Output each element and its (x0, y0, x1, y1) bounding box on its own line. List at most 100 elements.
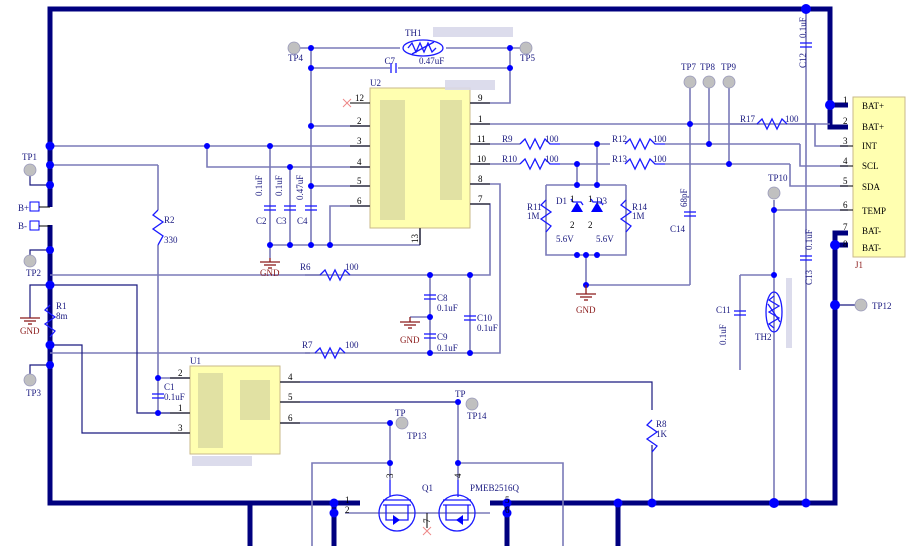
j1-pin-name: TEMP (862, 206, 886, 216)
tp14-label: TP14 (467, 411, 487, 421)
gnd-symbol: GND (576, 285, 596, 315)
svg-text:100: 100 (785, 114, 799, 124)
capacitor-c9: C90.1uF (424, 332, 458, 353)
connector-j1[interactable]: J1 1 2 3 4 5 6 7 8 BAT+ BAT+ INT SCL SDA… (840, 95, 906, 270)
svg-text:GND: GND (576, 305, 596, 315)
capacitor-c7: C7 0.47uF (384, 56, 444, 73)
svg-text:C3: C3 (276, 216, 287, 226)
svg-text:R10: R10 (502, 154, 518, 164)
svg-text:R9: R9 (502, 134, 513, 144)
svg-text:GND: GND (20, 326, 40, 336)
u1-pin-2: 2 (178, 368, 183, 378)
svg-text:C10: C10 (477, 313, 493, 323)
j1-pin-name: SCL (862, 161, 879, 171)
ic-u2[interactable]: U2 (369, 78, 495, 229)
u1-ref: U1 (190, 356, 201, 366)
battery-pads[interactable]: B+ B- (18, 201, 50, 231)
u2-ref: U2 (370, 78, 381, 88)
svg-text:68pF: 68pF (679, 188, 689, 207)
junctions (45, 4, 840, 518)
tp8-label: TP8 (700, 62, 716, 72)
u2-pin-2: 2 (357, 116, 362, 126)
svg-text:TP: TP (455, 389, 466, 399)
svg-text:1M: 1M (527, 211, 540, 221)
svg-text:R12: R12 (612, 134, 627, 144)
svg-text:R11: R11 (527, 202, 542, 212)
gnd-symbol: GND (20, 317, 40, 336)
svg-text:C9: C9 (437, 332, 448, 342)
svg-text:D3: D3 (596, 196, 607, 206)
svg-text:0.1uF: 0.1uF (437, 303, 458, 313)
thermistor-th1: TH1 (402, 27, 513, 57)
tp12-label: TP12 (872, 301, 892, 311)
j1-pin-name: BAT+ (862, 122, 884, 132)
mosfet-q1: Q1 PMEB2516Q 1 2 3 4 5 6 7 (345, 473, 520, 536)
svg-text:R6: R6 (300, 262, 311, 272)
svg-text:C12: C12 (798, 53, 808, 68)
svg-text:1: 1 (570, 194, 575, 204)
svg-text:100: 100 (653, 154, 667, 164)
svg-text:2: 2 (570, 220, 575, 230)
u2-pin-4: 4 (357, 157, 362, 167)
testpoints[interactable]: TP1 TP2 TP3 TP4 TP5 TP7 TP8 TP9 TP10 TP1… (22, 41, 892, 441)
bus-bat-plus (47, 6, 848, 207)
svg-text:C8: C8 (437, 293, 448, 303)
svg-text:C1: C1 (164, 382, 175, 392)
u2-pin-13: 13 (410, 234, 420, 244)
tp4-label: TP4 (288, 53, 304, 63)
u1-pin-1: 1 (178, 403, 183, 413)
u2-pin-3: 3 (357, 136, 362, 146)
svg-text:0.47uF: 0.47uF (419, 56, 444, 66)
j1-pin-num: 7 (843, 222, 848, 232)
j1-pin-num: 5 (843, 176, 848, 186)
svg-text:5.6V: 5.6V (596, 234, 614, 244)
svg-text:0.47uF: 0.47uF (295, 175, 305, 200)
u2-pin-10: 10 (477, 154, 487, 164)
svg-text:100: 100 (653, 134, 667, 144)
diode-d3: D3 1 2 5.6V (588, 194, 614, 244)
gnd-symbol: GND (400, 317, 420, 345)
svg-text:GND: GND (400, 335, 420, 345)
svg-text:TH1: TH1 (405, 28, 422, 38)
svg-text:2: 2 (588, 220, 593, 230)
u2-pin-1: 1 (478, 114, 483, 124)
svg-text:C7: C7 (384, 56, 395, 66)
svg-text:0.1uF: 0.1uF (164, 392, 185, 402)
tp7-label: TP7 (681, 62, 697, 72)
svg-text:C11: C11 (716, 305, 731, 315)
svg-text:TP: TP (395, 408, 406, 418)
j1-pin-num: 3 (843, 136, 848, 146)
j1-ref: J1 (855, 260, 863, 270)
resistor-r9: R9 100 (502, 134, 560, 151)
svg-text:R7: R7 (302, 340, 313, 350)
j1-pin-num: 8 (843, 239, 848, 249)
svg-text:100: 100 (545, 154, 559, 164)
u2-pin-12: 12 (355, 93, 364, 103)
svg-text:C13: C13 (804, 269, 814, 285)
j1-pin-num: 2 (843, 116, 848, 126)
capacitor-c1: C10.1uF (152, 382, 185, 402)
svg-text:7: 7 (422, 518, 432, 523)
u1-pin-3: 3 (178, 423, 183, 433)
tp5-label: TP5 (520, 53, 536, 63)
ic-u1[interactable]: U1 2 1 3 4 5 6 (170, 356, 300, 466)
svg-text:100: 100 (545, 134, 559, 144)
svg-text:6: 6 (505, 505, 510, 515)
svg-text:3: 3 (385, 473, 395, 478)
capacitor-c8: C80.1uF (424, 293, 458, 313)
u1-pin-5: 5 (288, 392, 293, 402)
